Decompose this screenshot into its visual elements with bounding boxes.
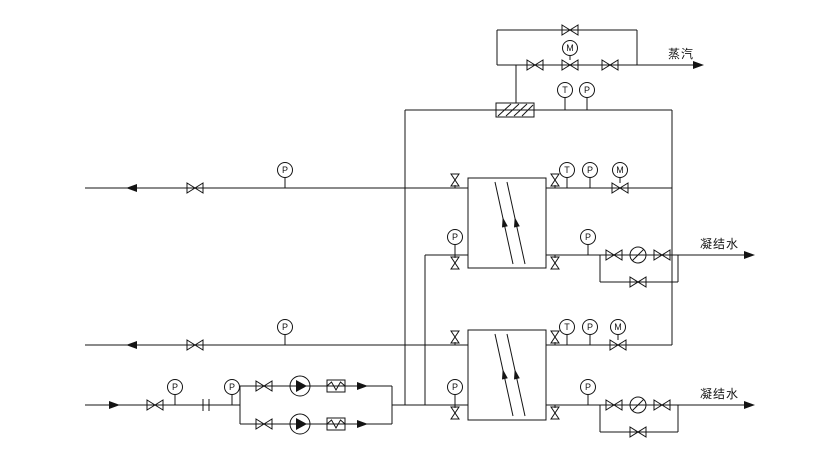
pressure-gauge-icon: P xyxy=(580,379,596,405)
svg-text:T: T xyxy=(564,165,570,175)
flow-arrow-left xyxy=(126,184,137,192)
flow-arrow-right xyxy=(357,420,368,428)
condensate-label-bottom: 凝结水 xyxy=(700,386,739,401)
svg-text:P: P xyxy=(587,322,593,332)
motor-actuator-icon xyxy=(562,40,578,56)
pressure-gauge-icon: P xyxy=(277,319,293,345)
pressure-gauge-icon: P xyxy=(582,319,598,345)
exchanger-body xyxy=(467,177,547,269)
motor-control-valve-1: M xyxy=(611,162,629,194)
pipe-union-icon xyxy=(202,399,210,411)
steam-flow-arrow xyxy=(693,61,704,69)
svg-text:P: P xyxy=(172,382,178,392)
flow-arrow-right xyxy=(109,401,120,409)
flow-arrow xyxy=(502,217,508,228)
pressure-gauge-icon: P xyxy=(582,162,598,188)
vent-valve-icon xyxy=(550,330,560,344)
condensate-label-top: 凝结水 xyxy=(700,236,739,251)
temperature-gauge-icon: T xyxy=(557,82,573,110)
flow-arrow-right xyxy=(357,382,368,390)
steam-inlet-1-fittings: T P M xyxy=(559,162,629,194)
svg-text:T: T xyxy=(562,85,568,95)
exch1-vents xyxy=(450,173,560,270)
vent-valve-icon xyxy=(450,173,460,187)
condensate-assembly-2: P 凝结水 xyxy=(580,379,755,438)
pressure-gauge-icon: P xyxy=(580,229,596,255)
temperature-gauge-icon: T xyxy=(559,319,575,345)
temperature-gauge-icon: T xyxy=(559,162,575,188)
steam-reducing-station: M 蒸汽 xyxy=(495,24,704,118)
return-line-fittings: P P xyxy=(109,379,240,411)
svg-text:M: M xyxy=(616,165,624,175)
condensate-assembly-1: P 凝结水 xyxy=(580,229,755,288)
plate-heat-exchanger-2 xyxy=(467,329,547,421)
supply-line-1-fittings: P xyxy=(126,162,293,194)
motor-actuator-icon xyxy=(612,162,628,178)
pipes xyxy=(85,29,748,433)
flow-arrow-left xyxy=(126,341,137,349)
drain-valve-icon xyxy=(450,406,460,420)
vent-valve-icon xyxy=(450,330,460,344)
steam-inlet-2-fittings: T P M xyxy=(559,319,627,351)
svg-text:P: P xyxy=(585,232,591,242)
plate-heat-exchanger-1 xyxy=(467,177,547,269)
exch2-inlet-gauge: P xyxy=(447,379,463,405)
flow-arrow xyxy=(514,217,520,228)
flow-arrow xyxy=(514,369,520,380)
exchanger-body xyxy=(467,329,547,421)
pressure-gauge-icon: P xyxy=(224,379,240,405)
drain-valve-icon xyxy=(550,256,560,270)
vent-valve-icon xyxy=(550,173,560,187)
drain-valve-icon xyxy=(550,406,560,420)
svg-text:P: P xyxy=(452,232,458,242)
motor-control-valve-steam: M xyxy=(561,40,579,71)
svg-text:P: P xyxy=(584,85,590,95)
svg-text:P: P xyxy=(452,382,458,392)
svg-text:P: P xyxy=(229,382,235,392)
svg-text:P: P xyxy=(282,322,288,332)
supply-line-2-fittings: P xyxy=(126,319,293,351)
inline-strainer-icon xyxy=(495,102,535,118)
exch2-vents xyxy=(450,330,560,420)
circulation-pump-group xyxy=(255,375,368,435)
svg-text:P: P xyxy=(585,382,591,392)
motor-actuator-icon xyxy=(610,319,626,335)
flow-arrow xyxy=(502,369,508,380)
drain-valve-icon xyxy=(450,256,460,270)
condensate-flow-arrow xyxy=(744,401,755,409)
svg-text:P: P xyxy=(282,165,288,175)
pressure-gauge-icon: P xyxy=(167,379,183,405)
motor-letter: M xyxy=(566,43,574,53)
exch1-inlet-gauge: P xyxy=(447,229,463,255)
svg-text:T: T xyxy=(564,322,570,332)
motor-control-valve-2: M xyxy=(609,319,627,351)
steam-label: 蒸汽 xyxy=(668,46,694,61)
svg-text:P: P xyxy=(587,165,593,175)
pressure-gauge-icon: P xyxy=(579,82,595,110)
condensate-flow-arrow xyxy=(744,251,755,259)
header-gauges: T P xyxy=(557,82,595,110)
pressure-gauge-icon: P xyxy=(277,162,293,188)
svg-text:M: M xyxy=(614,322,622,332)
